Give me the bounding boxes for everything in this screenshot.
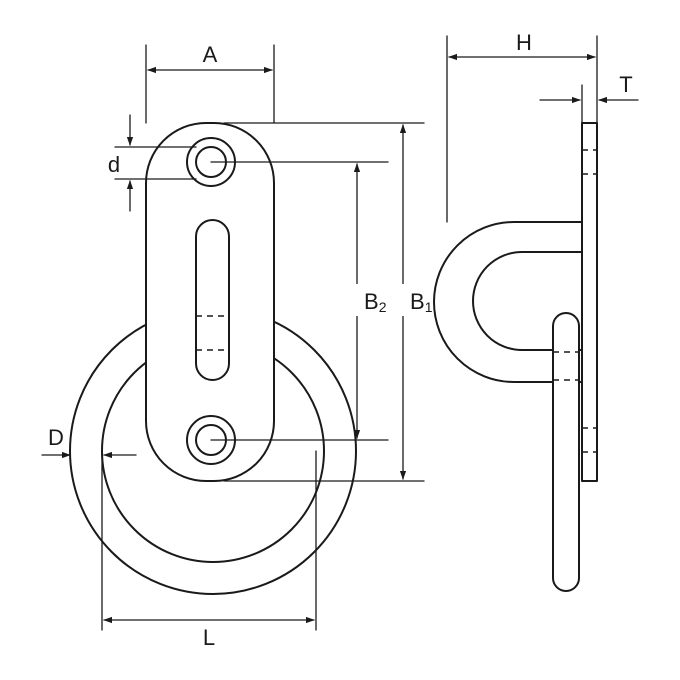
plate-slot	[195, 219, 230, 381]
dimension-D: D	[41, 425, 137, 459]
dimension-d: d	[108, 114, 197, 212]
label-D: D	[48, 425, 64, 450]
label-H: H	[516, 30, 532, 55]
dimension-T: T	[539, 72, 639, 124]
ring-side	[552, 312, 580, 592]
label-T: T	[619, 72, 632, 97]
label-d: d	[108, 152, 120, 177]
label-A: A	[203, 42, 218, 67]
plate-edge	[581, 122, 598, 482]
dimension-A: A	[145, 42, 275, 124]
dimension-B2: B2	[342, 163, 392, 439]
label-B2: B2	[364, 289, 387, 315]
mounting-plate	[145, 122, 275, 482]
dimension-H: H	[446, 30, 598, 223]
dimension-B1: B1	[392, 124, 438, 480]
label-B1: B1	[410, 289, 433, 315]
eye-loop	[433, 221, 583, 383]
label-L: L	[203, 625, 215, 650]
dimension-L: L	[101, 450, 317, 650]
front-view: A d B2 B1 D	[41, 42, 438, 650]
side-view: H T	[433, 30, 639, 592]
